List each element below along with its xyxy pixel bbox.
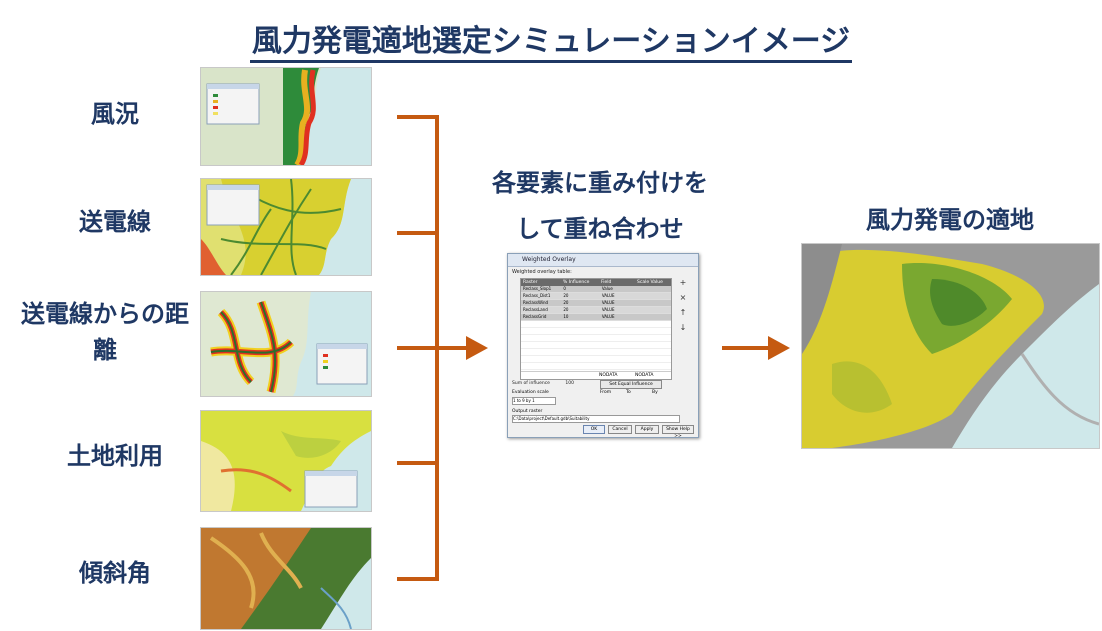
table-cell: 20 [563,300,569,305]
table-row-empty [521,349,671,356]
overlay-table: Raster % Influence Field Scale Value Rec… [520,278,672,380]
table-cell [636,314,671,320]
col-raster: Raster [523,280,538,285]
by-label: By [652,390,658,395]
arrow-to-result-icon [768,336,790,360]
table-cell: ReclassGrid [523,314,547,319]
table-cell [636,286,671,292]
table-cell: VALUE [601,314,615,319]
arrow-to-overlay-icon [466,336,488,360]
table-cell: 10 [563,314,569,319]
page-title-text: 風力発電適地選定シミュレーションイメージ [249,24,853,63]
wind-map-thumbnail [200,67,372,166]
process-caption-line2: して重ね合わせ [516,215,684,243]
set-equal-influence-button[interactable]: Set Equal Influence [600,380,662,389]
result-caption: 風力発電の適地 [866,206,1034,234]
table-row-empty [521,335,671,342]
layer-label-wind: 風況 [91,100,139,128]
eval-scale-select[interactable]: 1 to 9 by 1 [512,397,556,405]
output-raster-input[interactable]: C:\Data\project\Default.gdb\Suitability [512,415,680,423]
from-label: From [600,390,612,395]
move-up-icon[interactable]: ↑ [679,308,687,317]
sum-label: Sum of influence [512,381,550,386]
to-label: To [626,390,631,395]
overlay-table-header: Raster % Influence Field Scale Value [521,279,671,286]
slope-map-thumbnail [200,527,372,630]
table-cell [636,300,671,306]
table-cell: VALUE [601,300,615,305]
eval-scale-label: Evaluation scale [512,390,549,395]
table-cell: Reclass_Slop1 [523,286,552,291]
table-cell: 0 [563,286,566,291]
add-row-icon[interactable]: + [679,278,687,287]
show-help-button[interactable]: Show Help >> [662,425,694,439]
nodata-field: NODATA [599,373,618,378]
table-cell: 20 [563,307,569,312]
layer-label-landuse: 土地利用 [67,442,163,470]
layer-label-distance: 送電線からの距離 [21,300,189,364]
table-row-empty [521,363,671,370]
table-row[interactable]: ReclassGrid 10 VALUE [521,314,671,321]
dialog-title: Weighted Overlay [508,254,698,267]
table-cell [636,293,671,299]
land-use-map-thumbnail [200,410,372,512]
layer-label-slope: 傾斜角 [79,559,151,587]
table-cell: VALUE [601,293,615,298]
table-row-empty [521,328,671,335]
col-influence: % Influence [563,280,590,285]
apply-button[interactable]: Apply [635,425,659,434]
table-row-empty [521,356,671,363]
layer-label-grid: 送電線 [79,208,151,236]
output-raster-label: Output raster [512,409,543,414]
table-cell [636,307,671,313]
table-cell: ReclassWind [523,300,549,305]
suitability-map-thumbnail [801,243,1100,449]
table-cell: Value [601,286,613,291]
weighted-overlay-dialog: Weighted Overlay Weighted overlay table:… [507,253,699,439]
table-row[interactable]: ReclassWind 20 VALUE [521,300,671,307]
table-row-empty [521,321,671,328]
table-row-empty [521,342,671,349]
table-cell: 20 [563,293,569,298]
col-field: Field [601,280,612,285]
col-scale: Scale Value [637,280,663,285]
nodata-scale: NODATA [635,373,654,378]
table-row[interactable]: ReclassLand 20 VALUE [521,307,671,314]
distance-map-thumbnail [200,291,372,397]
transmission-line-map-thumbnail [200,178,372,276]
table-row[interactable]: Reclass_Slop1 0 Value [521,286,671,293]
page-title: 風力発電適地選定シミュレーションイメージ [0,16,1102,63]
ok-button[interactable]: OK [583,425,605,434]
cancel-button[interactable]: Cancel [608,425,632,434]
sum-value: 100 [565,381,574,386]
table-cell: ReclassLand [523,307,548,312]
table-cell: VALUE [601,307,615,312]
table-label: Weighted overlay table: [512,269,572,275]
move-down-icon[interactable]: ↓ [679,323,687,332]
remove-row-icon[interactable]: × [679,293,687,302]
table-row[interactable]: Reclass_Dist1 20 VALUE [521,293,671,300]
process-caption-line1: 各要素に重み付けを [492,169,708,197]
table-cell: Reclass_Dist1 [523,293,551,298]
